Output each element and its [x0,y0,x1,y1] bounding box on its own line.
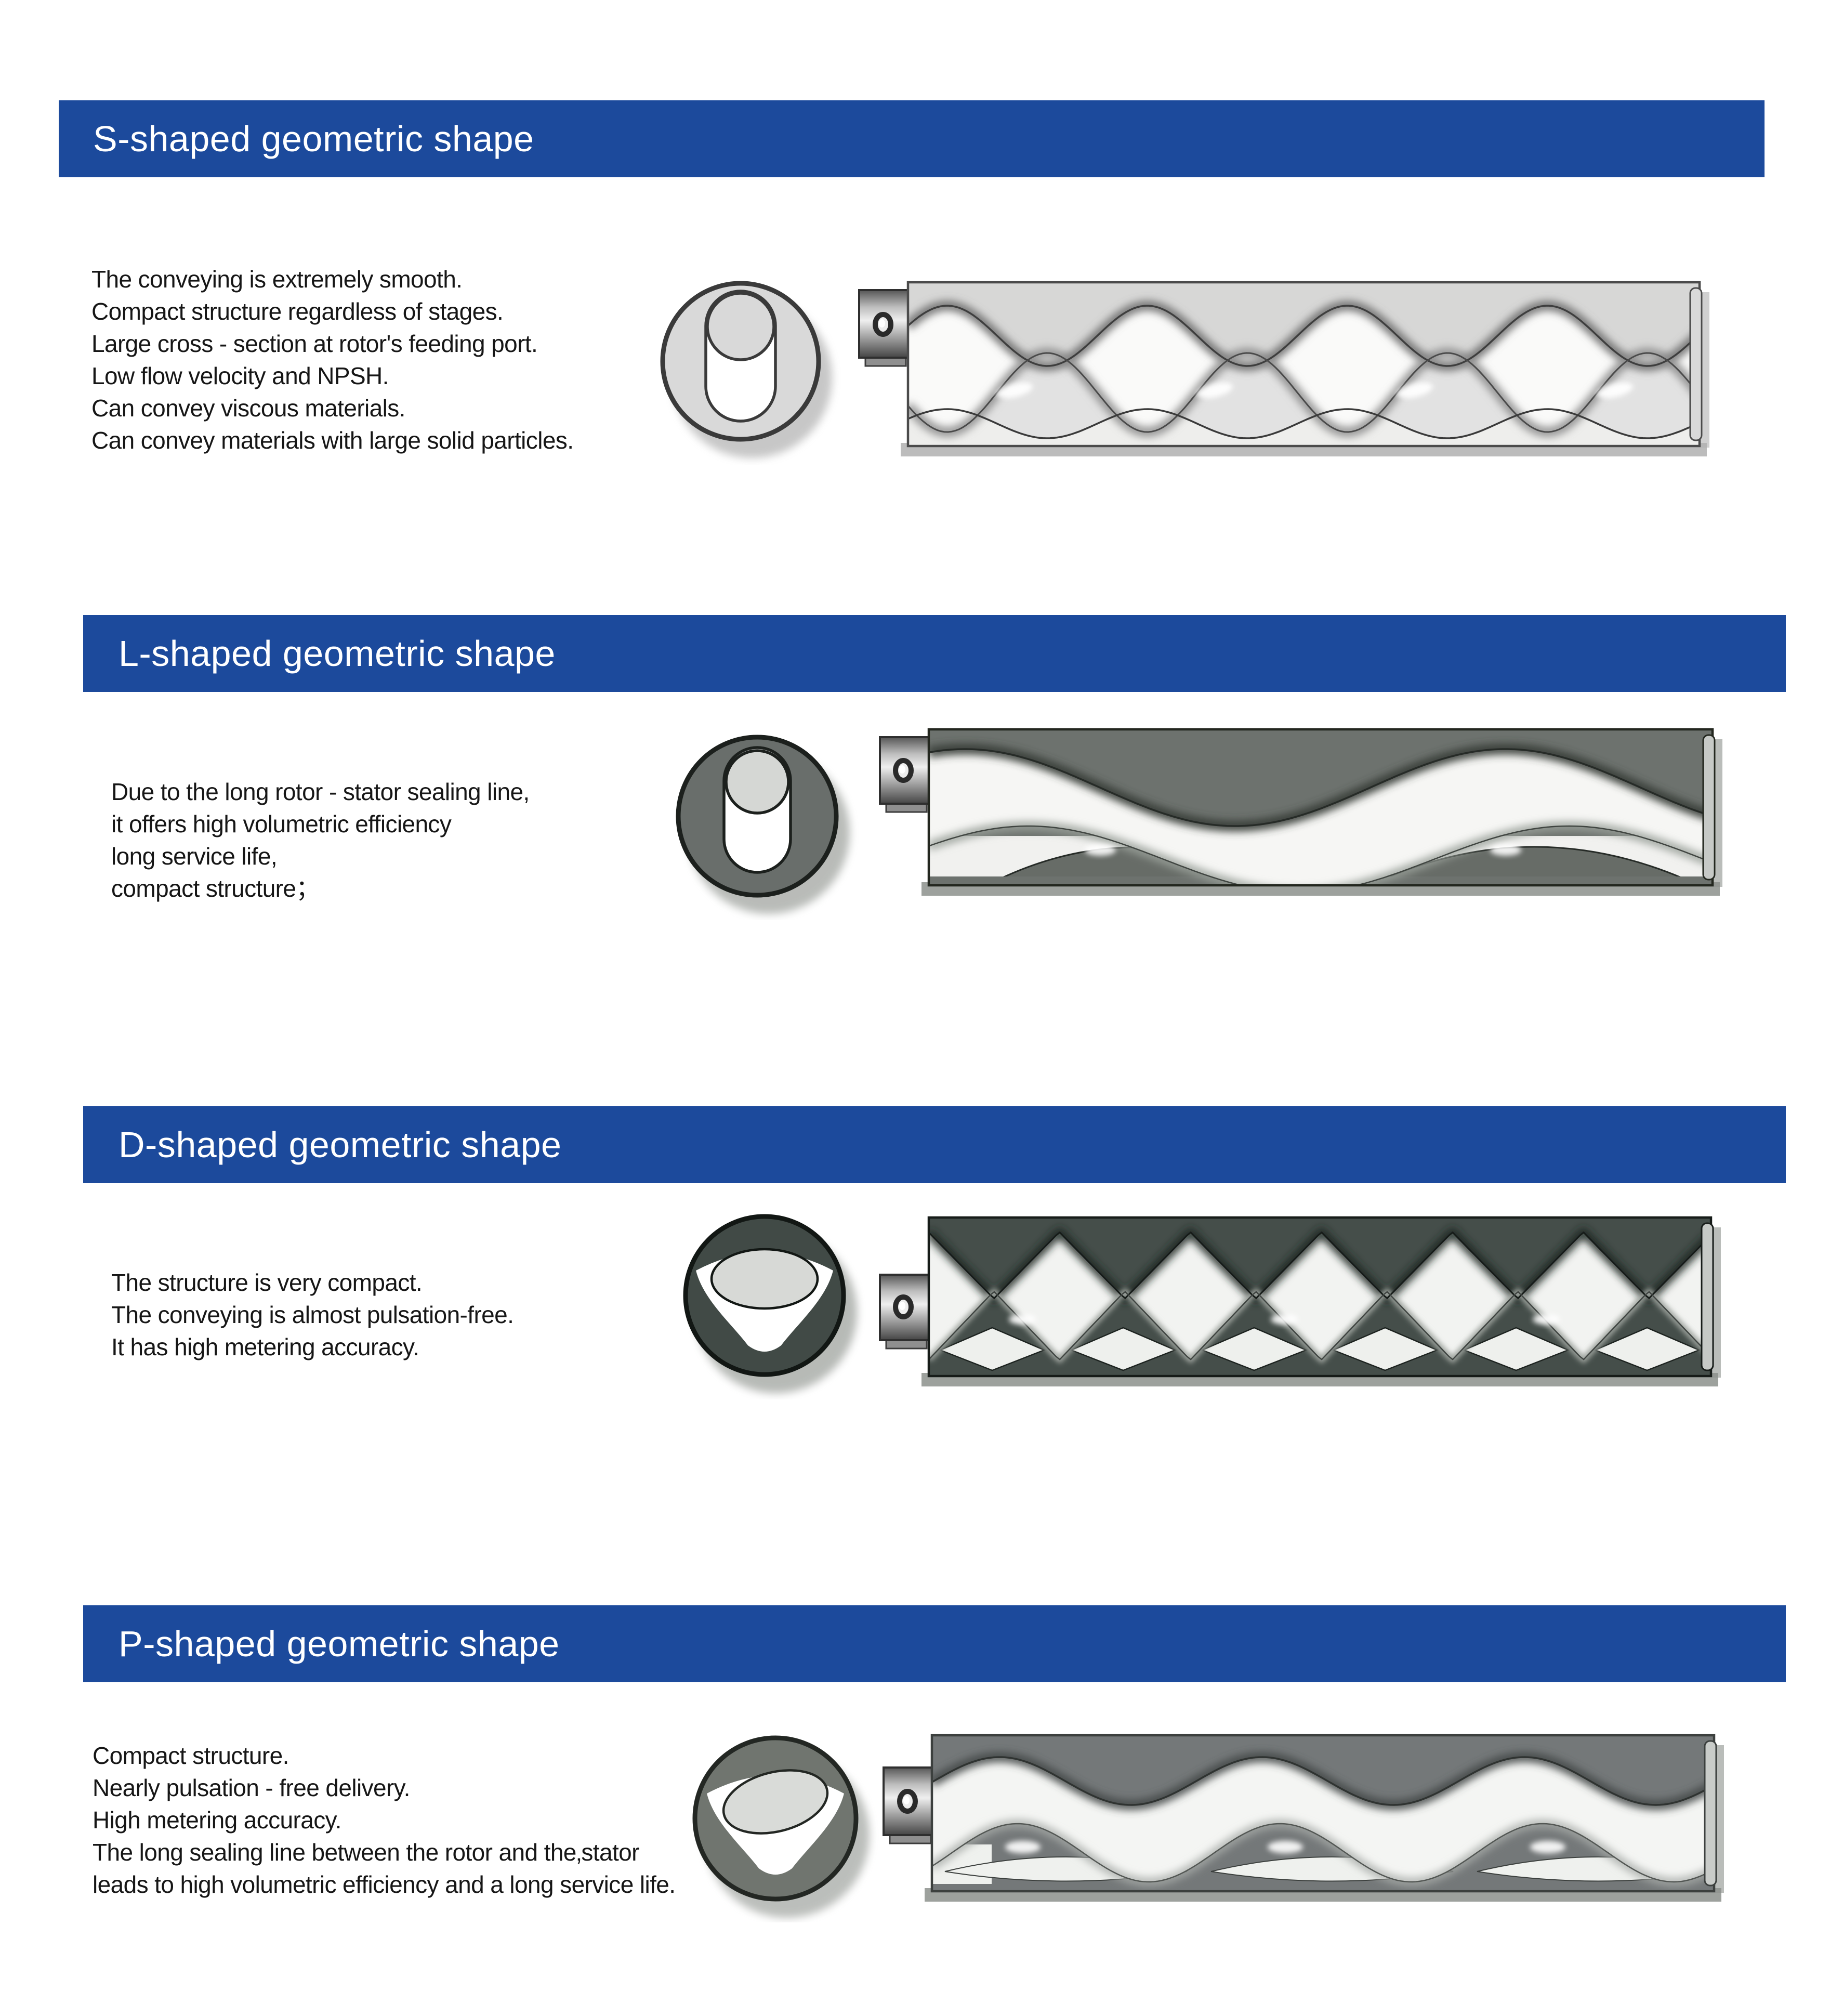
description-line: Can convey materials with large solid pa… [91,427,574,454]
description-line: The conveying is almost pulsation-free. [111,1301,514,1328]
description-line: Nearly pulsation - free delivery. [93,1774,410,1801]
description-line: compact structure； [111,875,320,902]
section-title-d: D-shaped geometric shape [119,1124,562,1165]
description-line: Large cross - section at rotor's feeding… [91,330,538,357]
p-shape-pump-longitudinal-illustration [883,1734,1724,1902]
l-shape-pump-longitudinal-illustration [879,728,1722,896]
description-line: it offers high volumetric efficiency [111,810,452,837]
section-header-d-shape: D-shaped geometric shape [83,1106,1786,1183]
description-line: Can convey viscous materials. [91,395,405,422]
description-line: The conveying is extremely smooth. [91,266,463,293]
description-line: Compact structure. [93,1742,289,1769]
s-shape-cross-section-illustration [660,281,832,458]
section-header-p-shape: P-shaped geometric shape [83,1605,1786,1682]
d-shape-description: The structure is very compact. The conve… [111,1266,514,1363]
s-shape-description: The conveying is extremely smooth. Compa… [91,263,574,456]
l-shape-cross-section-illustration [676,735,850,914]
d-shape-cross-section-illustration [683,1214,857,1393]
p-shape-cross-section-illustration [692,1735,870,1918]
s-shape-pump-longitudinal-illustration [858,281,1709,456]
description-line: The structure is very compact. [111,1269,423,1296]
section-title-l: L-shaped geometric shape [119,633,556,674]
description-line: High metering accuracy. [93,1806,341,1834]
description-line: The long sealing line between the rotor … [93,1839,639,1866]
description-line: Low flow velocity and NPSH. [91,362,389,389]
d-shape-pump-longitudinal-illustration [879,1216,1721,1386]
l-shape-description: Due to the long rotor - stator sealing l… [111,776,530,905]
description-line: long service life, [111,843,278,870]
description-line: It has high metering accuracy. [111,1333,419,1360]
description-line: Compact structure regardless of stages. [91,298,504,325]
section-title-p: P-shaped geometric shape [119,1624,560,1664]
section-header-s-shape: S-shaped geometric shape [59,100,1765,177]
section-title-s: S-shaped geometric shape [93,119,534,159]
description-line: leads to high volumetric efficiency and … [93,1871,676,1898]
description-line: Due to the long rotor - stator sealing l… [111,778,530,805]
section-header-l-shape: L-shaped geometric shape [83,615,1786,692]
p-shape-description: Compact structure. Nearly pulsation - fr… [93,1739,676,1901]
